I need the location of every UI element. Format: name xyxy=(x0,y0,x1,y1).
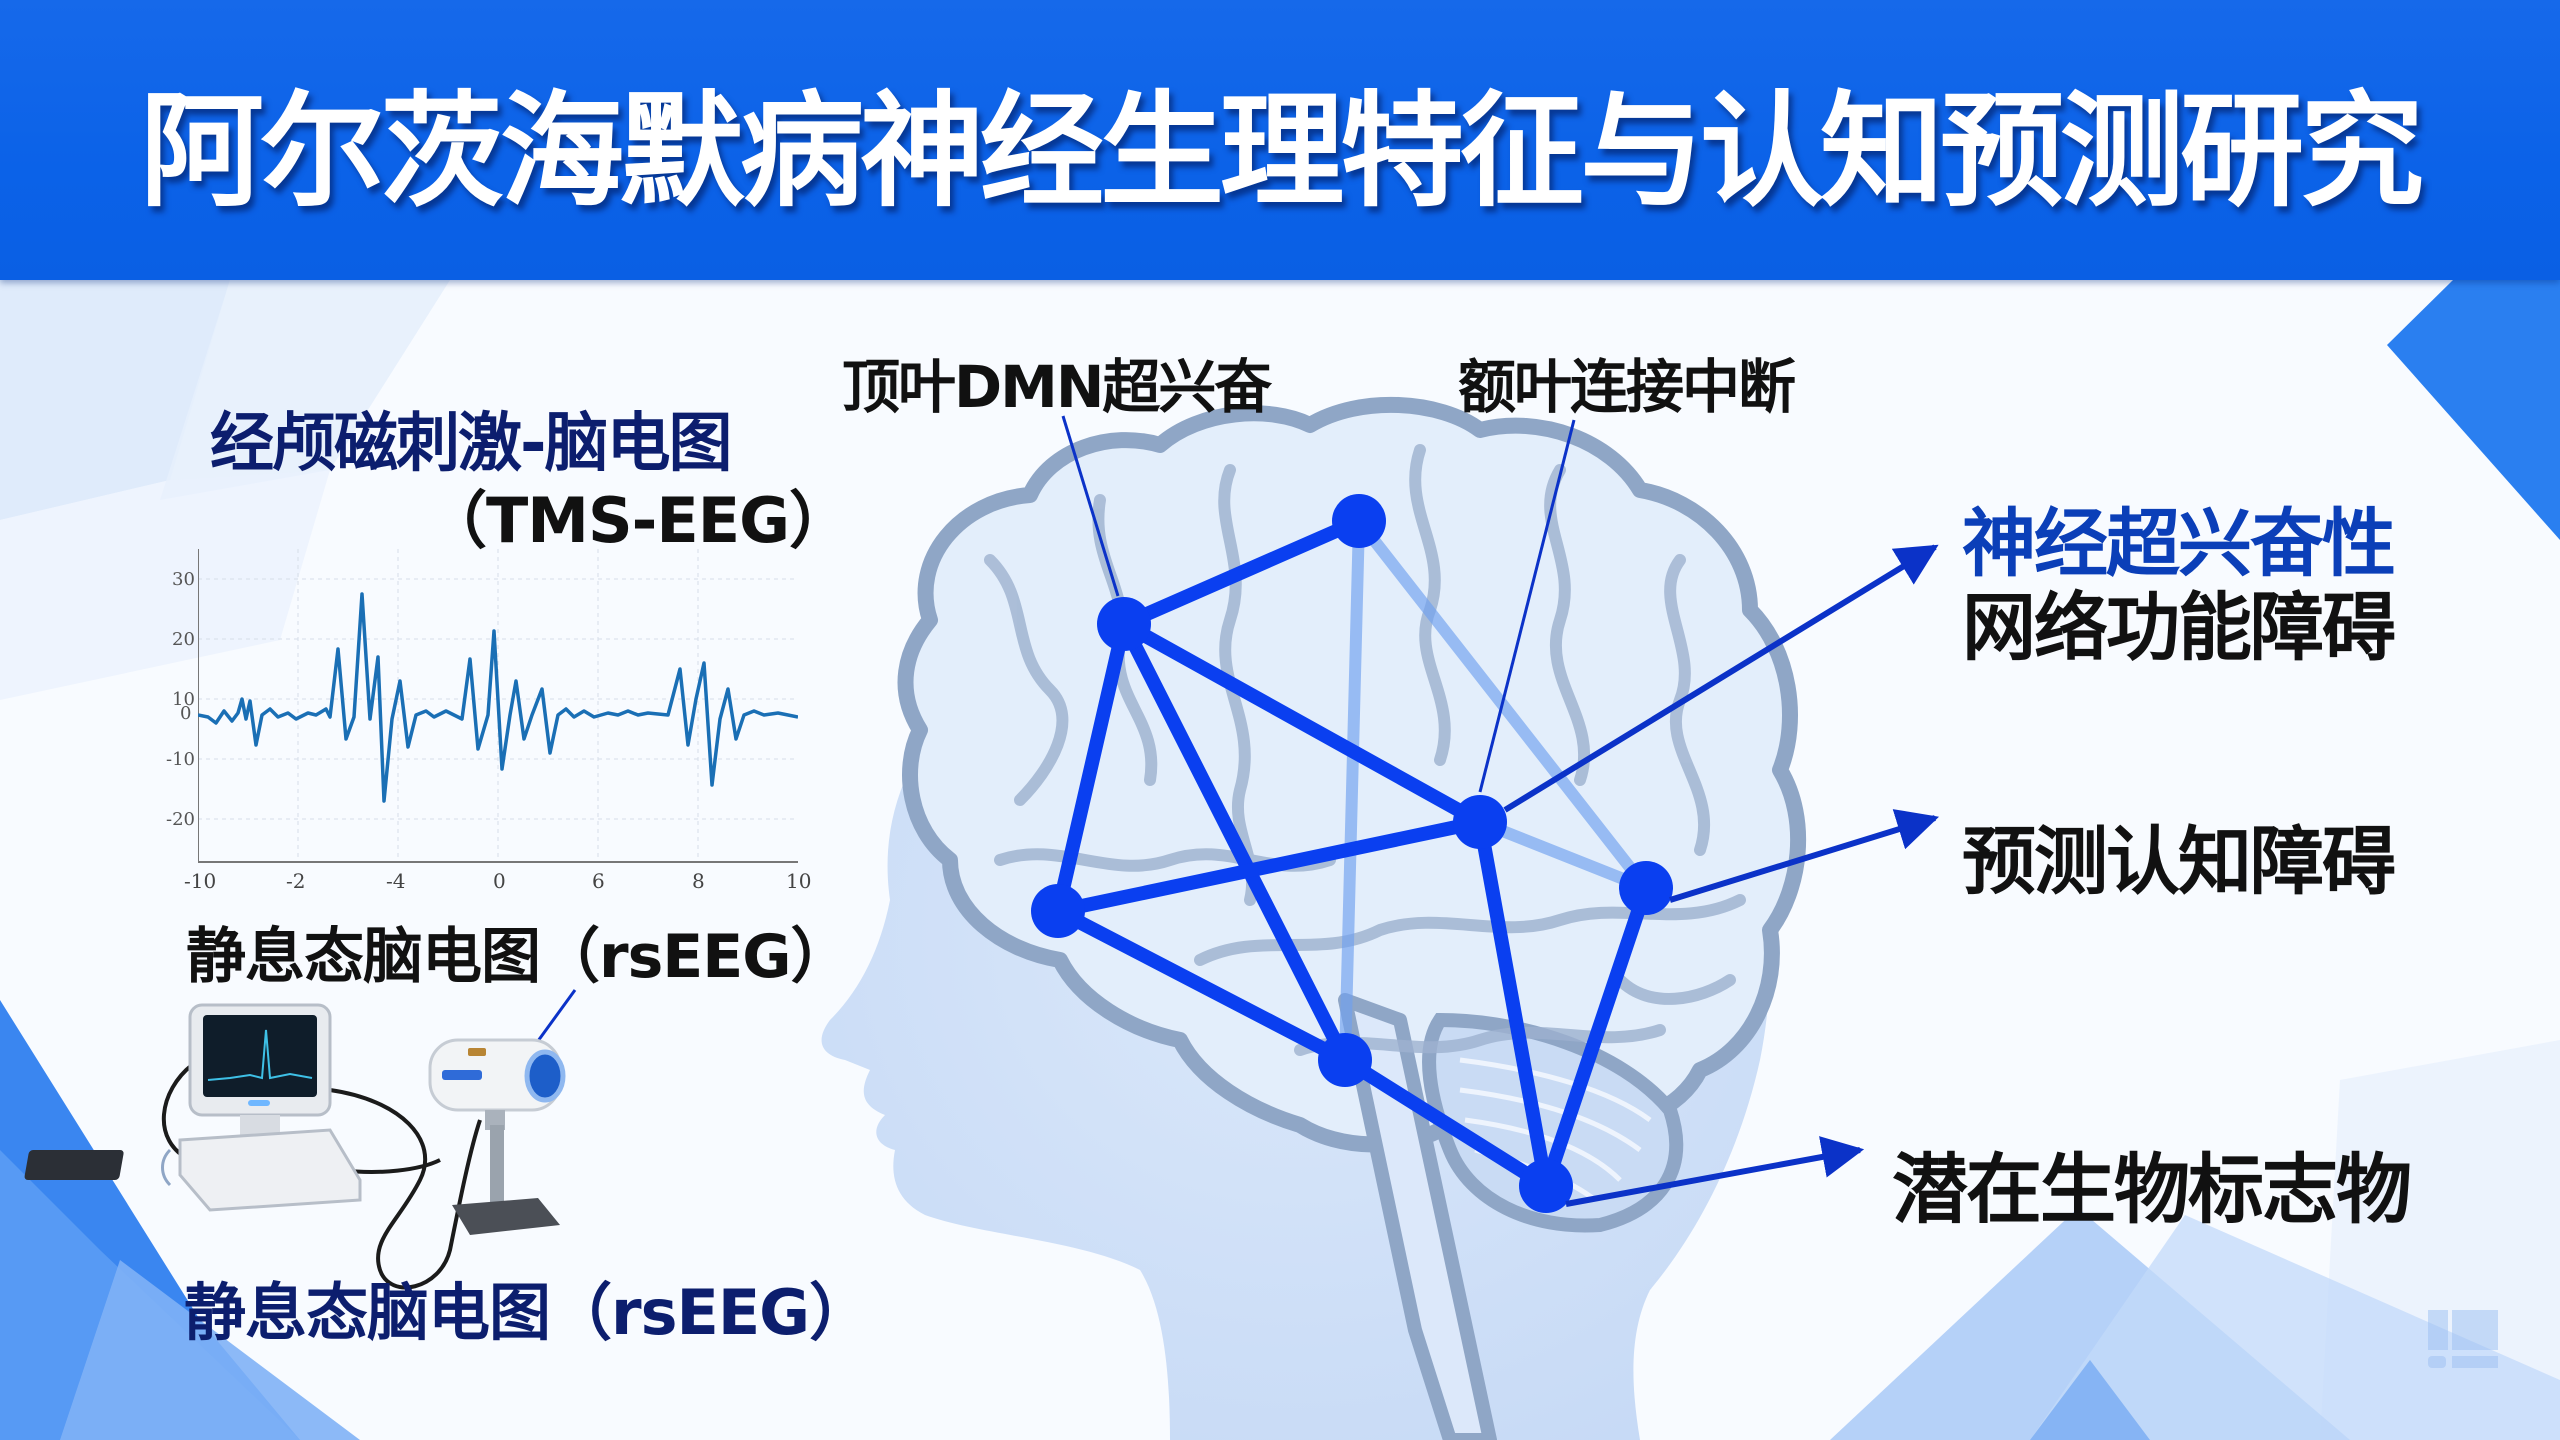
x-tick: 8 xyxy=(692,869,705,893)
page-title: 阿尔茨海默病神经生理特征与认知预测研究 xyxy=(139,80,2424,224)
tms-eeg-chart: 30 20 10 0 -10 -20 -10 -2 -4 0 6 8 10 xyxy=(166,549,811,893)
title-banner xyxy=(0,0,2560,280)
x-tick: -10 xyxy=(184,869,217,893)
y-tick: 20 xyxy=(172,629,195,650)
y-tick: -10 xyxy=(166,749,195,770)
y-tick: -20 xyxy=(166,809,195,830)
y-tick: 0 xyxy=(180,703,192,724)
x-tick: 6 xyxy=(592,869,605,893)
outcome-hyperexcitability: 神经超兴奋性 xyxy=(1962,501,2396,587)
y-tick: 10 xyxy=(172,689,195,710)
y-tick: 30 xyxy=(172,569,195,590)
x-tick: -4 xyxy=(386,869,406,893)
network-nodes xyxy=(1031,494,1673,1213)
rseeg-label-bottom: 静息态脑电图（rsEEG） xyxy=(184,1276,871,1349)
outcome-network-dysfunction: 网络功能障碍 xyxy=(1962,585,2396,671)
rseeg-label-top: 静息态脑电图（rsEEG） xyxy=(186,922,851,992)
x-tick: 0 xyxy=(493,869,506,893)
parietal-dmn-label: 顶叶DMN超兴奋 xyxy=(842,353,1272,421)
frontal-disconnection-label: 额叶连接中断 xyxy=(1458,353,1796,421)
x-tick: -2 xyxy=(286,869,306,893)
tms-eeg-subtitle: （TMS-EEG） xyxy=(425,484,851,557)
tms-eeg-title: 经颅磁刺激-脑电图 xyxy=(210,407,733,481)
outcome-biomarker: 潜在生物标志物 xyxy=(1892,1145,2412,1234)
eeg-waveform xyxy=(197,549,799,863)
outcome-predict-cognitive-impairment: 预测认知障碍 xyxy=(1962,819,2396,905)
layout-grid-icon xyxy=(2428,1310,2498,1368)
x-tick: 10 xyxy=(786,869,812,893)
